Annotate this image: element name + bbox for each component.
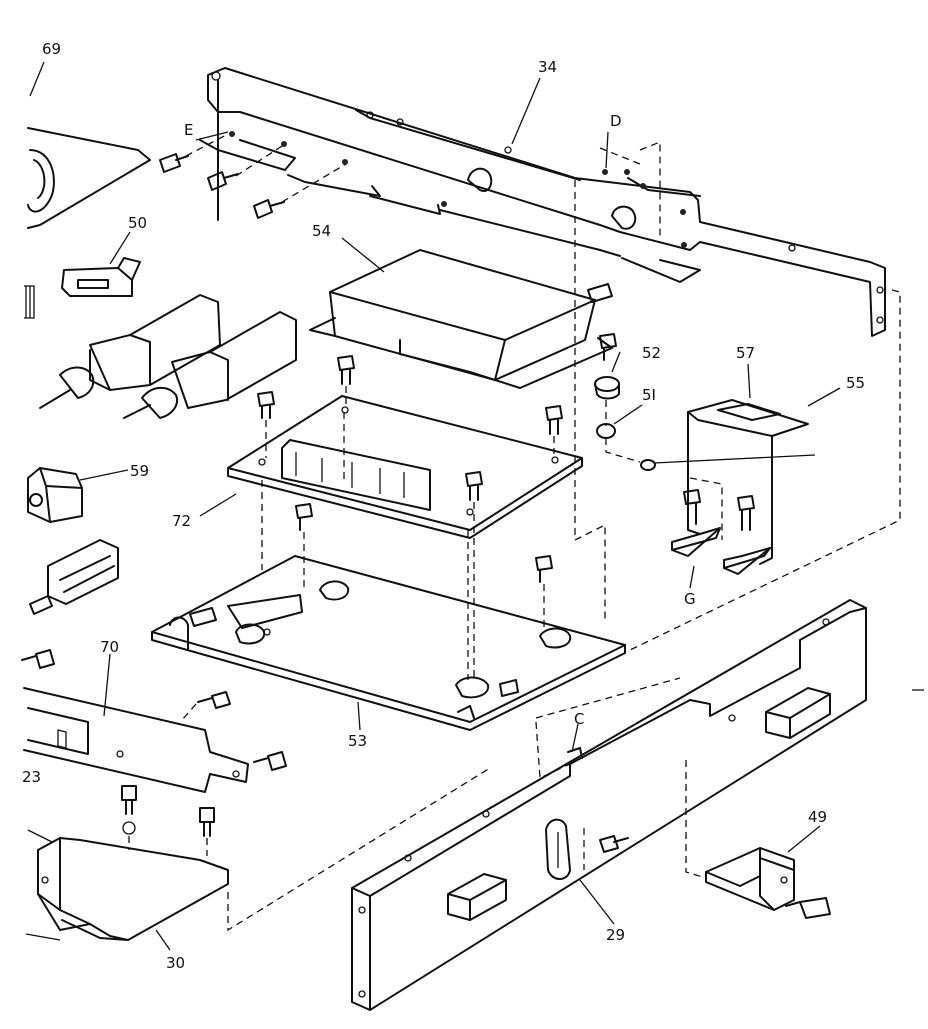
callout-53: 53 — [348, 732, 367, 750]
alignment-lines — [227, 141, 901, 932]
callout-59: 59 — [130, 462, 149, 480]
part-34-top-rail — [199, 67, 886, 337]
part-30-tray — [25, 829, 229, 941]
part-55-bracket — [671, 399, 809, 575]
part-49-bracket — [685, 760, 831, 919]
callout-55: 55 — [846, 374, 865, 392]
callout-d: D — [610, 112, 622, 130]
part-69-panel — [24, 127, 151, 319]
part-59-block — [27, 467, 83, 523]
part-54-box — [309, 249, 613, 389]
callout-50: 50 — [128, 214, 147, 232]
part-70-strip — [23, 687, 249, 793]
callout-23: 23 — [22, 768, 41, 786]
callout-e: E — [184, 121, 193, 139]
part-29-front-panel — [351, 599, 867, 1011]
callout-52: 52 — [642, 344, 661, 362]
callout-29: 29 — [606, 926, 625, 944]
callout-57: 57 — [736, 344, 755, 362]
callout-g: G — [684, 590, 696, 608]
callout-72: 72 — [172, 512, 191, 530]
part-72-board — [227, 395, 583, 539]
switch-assemblies — [39, 294, 297, 419]
callout-49: 49 — [808, 808, 827, 826]
callout-69: 69 — [42, 40, 61, 58]
callout-labels: 69 34 E D 50 54 52 57 55 5I 59 72 G 70 5… — [22, 40, 865, 972]
callout-54: 54 — [312, 222, 331, 240]
part-50-knob — [61, 257, 141, 297]
callout-70: 70 — [100, 638, 119, 656]
switch-lower-left — [29, 539, 119, 615]
board-screws — [257, 333, 617, 680]
screws-e — [159, 133, 347, 219]
part-53-plate — [151, 555, 626, 731]
callout-c: C — [574, 710, 584, 728]
callout-51: 5I — [642, 386, 656, 404]
callout-34: 34 — [538, 58, 557, 76]
callout-30: 30 — [166, 954, 185, 972]
screws-70 — [21, 649, 287, 856]
part-52-51-grommets — [594, 376, 816, 471]
leader-lines — [29, 61, 924, 951]
